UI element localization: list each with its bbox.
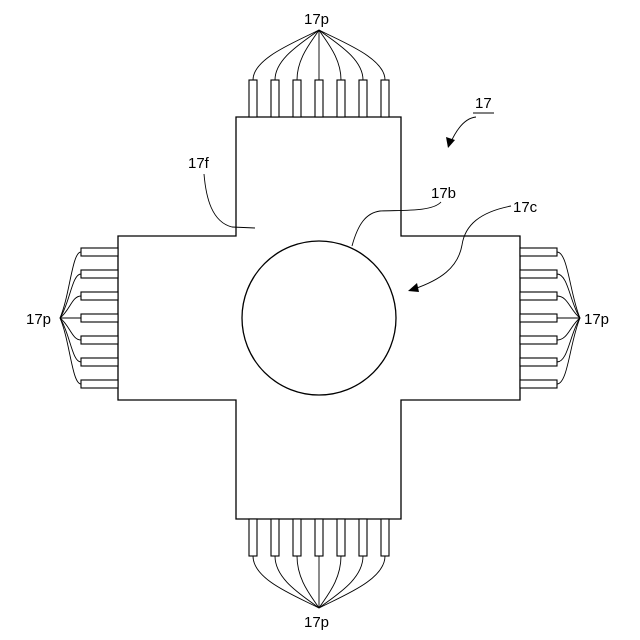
pin-top-1 xyxy=(249,80,257,117)
leader-left-5 xyxy=(60,318,81,340)
pin-right-5 xyxy=(520,336,557,344)
pin-group-right xyxy=(520,248,557,388)
leader-lines-top xyxy=(253,30,385,80)
pin-top-4 xyxy=(315,80,323,117)
leader-left-3 xyxy=(60,296,81,318)
pin-right-7 xyxy=(520,380,557,388)
pin-left-1 xyxy=(81,248,118,256)
circle-leader-line xyxy=(352,202,441,246)
pin-bottom-4 xyxy=(315,519,323,556)
leader-top-5 xyxy=(319,30,341,80)
pin-left-4 xyxy=(81,314,118,322)
pin-group-bottom xyxy=(249,519,389,556)
leader-left-1 xyxy=(60,252,81,318)
leader-lines-left xyxy=(60,252,81,384)
pin-right-6 xyxy=(520,358,557,366)
leader-bottom-6 xyxy=(319,556,363,608)
pin-group-left xyxy=(81,248,118,388)
pin-bottom-2 xyxy=(271,519,279,556)
leader-right-6 xyxy=(557,318,580,362)
pin-right-1 xyxy=(520,248,557,256)
leader-right-7 xyxy=(557,318,580,384)
frame-leader-line xyxy=(204,174,255,228)
leader-top-2 xyxy=(275,30,319,80)
leader-lines-bottom xyxy=(253,556,385,608)
pin-label-left: 17p xyxy=(26,311,51,328)
device-reference-arrowhead xyxy=(446,137,455,148)
pin-top-5 xyxy=(337,80,345,117)
pin-left-2 xyxy=(81,270,118,278)
pin-group-top xyxy=(249,80,389,117)
pin-label-bottom: 17p xyxy=(304,614,329,631)
leader-top-6 xyxy=(319,30,363,80)
pin-left-3 xyxy=(81,292,118,300)
leader-left-2 xyxy=(60,274,81,318)
leader-left-6 xyxy=(60,318,81,362)
pin-top-3 xyxy=(293,80,301,117)
pin-label-right: 17p xyxy=(584,311,609,328)
device-reference-label: 17 xyxy=(475,95,492,112)
pin-bottom-7 xyxy=(381,519,389,556)
region-arrowhead xyxy=(408,283,419,292)
pin-bottom-1 xyxy=(249,519,257,556)
pin-left-6 xyxy=(81,358,118,366)
cross-body-outline xyxy=(118,117,520,519)
region-arrow-line xyxy=(414,206,511,289)
pin-label-top: 17p xyxy=(304,11,329,28)
leader-top-3 xyxy=(297,30,319,80)
circle-label: 17b xyxy=(431,185,456,202)
leader-right-2 xyxy=(557,274,580,318)
pin-top-7 xyxy=(381,80,389,117)
pin-top-2 xyxy=(271,80,279,117)
pin-top-6 xyxy=(359,80,367,117)
leader-bottom-2 xyxy=(275,556,319,608)
pin-right-3 xyxy=(520,292,557,300)
pin-bottom-5 xyxy=(337,519,345,556)
pin-right-4 xyxy=(520,314,557,322)
central-circle xyxy=(242,241,396,395)
leader-left-7 xyxy=(60,318,81,384)
pin-left-7 xyxy=(81,380,118,388)
pin-bottom-6 xyxy=(359,519,367,556)
pin-right-2 xyxy=(520,270,557,278)
leader-right-1 xyxy=(557,252,580,318)
pin-left-5 xyxy=(81,336,118,344)
pin-bottom-3 xyxy=(293,519,301,556)
leader-lines-right xyxy=(557,252,580,384)
frame-label: 17f xyxy=(188,155,210,172)
region-label: 17c xyxy=(513,199,538,216)
